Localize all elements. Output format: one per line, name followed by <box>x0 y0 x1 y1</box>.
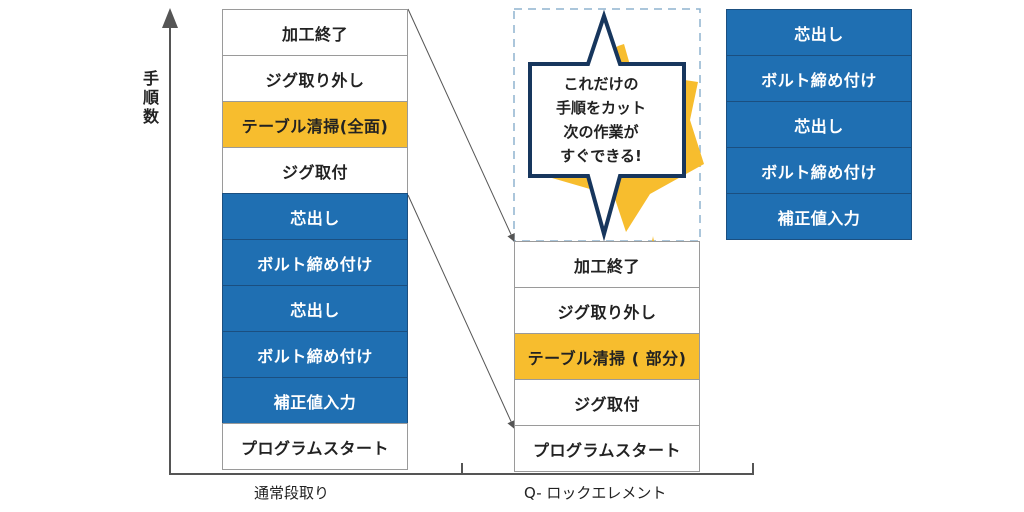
normal-step: 補正値入力 <box>222 377 408 424</box>
normal-step: ボルト締め付け <box>222 331 408 378</box>
removed-step: 補正値入力 <box>726 193 912 240</box>
normal-step: ジグ取り外し <box>222 55 408 102</box>
callout-bubble <box>528 9 686 242</box>
removed-step: 芯出し <box>726 9 912 56</box>
callout-line: これだけの <box>563 75 639 93</box>
q-lock-step: テーブル清掃 ( 部分) <box>514 333 700 380</box>
callout-text: これだけの 手順をカット 次の作業が すぐできる! <box>536 72 666 168</box>
normal-step: プログラムスタート <box>222 423 408 470</box>
normal-step: テーブル清掃(全面) <box>222 101 408 148</box>
normal-step: 加工終了 <box>222 9 408 56</box>
x-label-q-lock: Q- ロックエレメント <box>524 484 667 502</box>
callout-line: 次の作業が <box>563 123 639 141</box>
x-label-normal-setup: 通常段取り <box>254 484 330 502</box>
normal-step: ボルト締め付け <box>222 239 408 286</box>
connector-line-top <box>407 8 515 242</box>
removed-step: 芯出し <box>726 101 912 148</box>
q-lock-column: 加工終了 ジグ取り外し テーブル清掃 ( 部分) ジグ取付 プログラムスタート <box>514 241 700 472</box>
q-lock-step: ジグ取り外し <box>514 287 700 334</box>
callout-line: 手順をカット <box>555 99 646 117</box>
normal-setup-column: 加工終了 ジグ取り外し テーブル清掃(全面) ジグ取付 芯出し ボルト締め付け … <box>222 9 408 470</box>
y-axis-arrow-icon <box>162 8 178 28</box>
normal-step: 芯出し <box>222 285 408 332</box>
y-axis-label: 手順数 <box>140 70 159 127</box>
callout-line: すぐできる! <box>560 147 642 165</box>
removed-step: ボルト締め付け <box>726 147 912 194</box>
normal-step: 芯出し <box>222 193 408 240</box>
removed-step: ボルト締め付け <box>726 55 912 102</box>
q-lock-step: 加工終了 <box>514 241 700 288</box>
removed-steps-column: 芯出し ボルト締め付け 芯出し ボルト締め付け 補正値入力 <box>726 9 912 240</box>
q-lock-step: ジグ取付 <box>514 379 700 426</box>
normal-step: ジグ取付 <box>222 147 408 194</box>
connector-line-bottom <box>407 194 515 429</box>
q-lock-step: プログラムスタート <box>514 425 700 472</box>
